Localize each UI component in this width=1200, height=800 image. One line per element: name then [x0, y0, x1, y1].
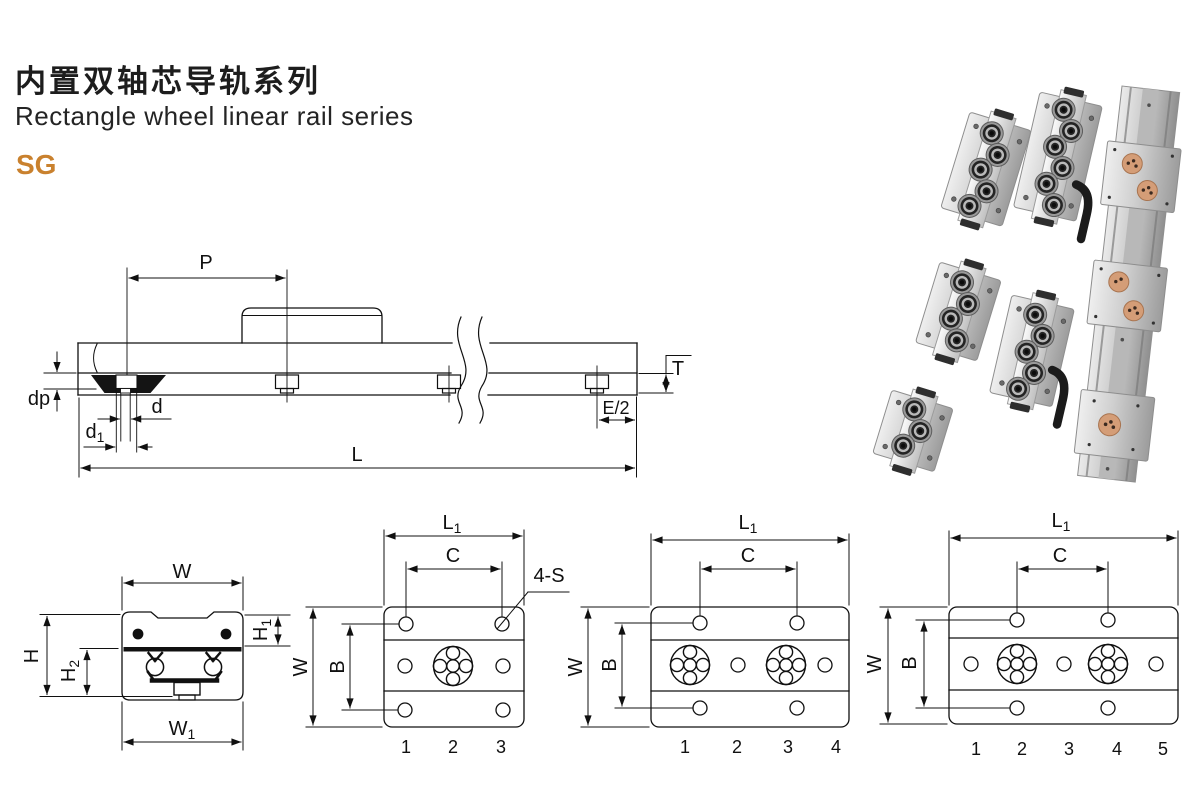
- clamp-handle: [1071, 180, 1093, 244]
- clamp-handle: [1047, 365, 1069, 429]
- side-view-drawing: [43, 267, 692, 478]
- position-number: 4: [1111, 739, 1123, 759]
- product-photo-carriage: [941, 108, 1031, 231]
- product-photo-carriage: [989, 289, 1075, 429]
- product-photos: [872, 85, 1182, 483]
- dim-label-h: H: [21, 648, 43, 664]
- product-photo-rail: [1073, 85, 1182, 483]
- position-number: 2: [731, 737, 743, 757]
- top-view-5-positions: [879, 530, 1179, 725]
- position-number: 1: [970, 739, 982, 759]
- dim-label-w1: W1: [168, 718, 196, 742]
- position-number: 2: [447, 737, 459, 757]
- dim-label-h2: H2: [58, 659, 82, 683]
- page-subtitle: Rectangle wheel linear rail series: [15, 101, 414, 131]
- screw-note-4s: 4-S: [533, 565, 565, 587]
- position-number: 5: [1157, 739, 1169, 759]
- dim-label-b-v4: B: [599, 658, 621, 672]
- dim-label-l1-v4: L1: [738, 512, 758, 536]
- dim-label-c-v5: C: [1052, 545, 1068, 567]
- dim-label-d: d: [151, 396, 163, 418]
- position-number: 4: [830, 737, 842, 757]
- cross-section-drawing: [39, 576, 291, 751]
- dim-label-d1: d1: [85, 421, 105, 445]
- product-photo-carriage: [872, 386, 953, 476]
- product-photo-carriage: [1013, 86, 1103, 244]
- product-photo-carriage: [915, 258, 1001, 366]
- dim-label-w-section: W: [172, 561, 192, 583]
- top-view-4-positions: [580, 533, 850, 728]
- dim-label-dp: dp: [27, 388, 51, 410]
- dim-label-c-v4: C: [740, 545, 756, 567]
- dim-label-b-v5: B: [899, 656, 921, 670]
- top-view-3-positions: [305, 529, 570, 728]
- dim-label-w-v4: W: [565, 657, 587, 677]
- dim-label-l: L: [351, 444, 363, 466]
- dim-label-p: P: [199, 252, 213, 274]
- dim-label-c-v3: C: [445, 545, 461, 567]
- position-number: 3: [495, 737, 507, 757]
- dim-label-b-v3: B: [327, 660, 349, 674]
- dim-label-h1: H1: [250, 618, 274, 642]
- position-number: 1: [679, 737, 691, 757]
- series-code: SG: [16, 149, 57, 180]
- position-number: 3: [1063, 739, 1075, 759]
- dim-label-t: T: [671, 358, 685, 380]
- page-title: 内置双轴芯导轨系列: [15, 64, 321, 99]
- position-number: 3: [782, 737, 794, 757]
- dim-label-l1-v5: L1: [1051, 510, 1071, 534]
- dim-label-w-v5: W: [864, 654, 886, 674]
- dim-label-l1-v3: L1: [442, 512, 462, 536]
- position-number: 2: [1016, 739, 1028, 759]
- dim-label-w-v3: W: [290, 657, 312, 677]
- position-number: 1: [400, 737, 412, 757]
- dim-label-e2: E/2: [602, 398, 630, 418]
